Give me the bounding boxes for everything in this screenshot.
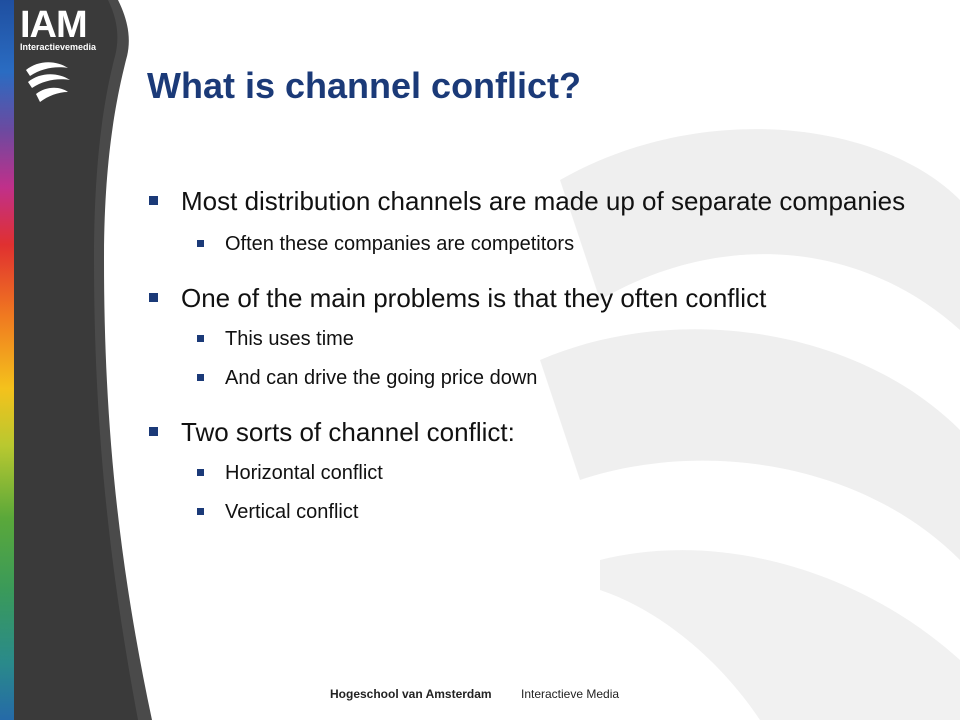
sub-bullet-item: Vertical conflict (147, 499, 927, 525)
bullet-item: One of the main problems is that they of… (147, 281, 927, 315)
slide-title: What is channel conflict? (147, 65, 582, 106)
bullet-item: Two sorts of channel conflict: (147, 415, 927, 449)
square-bullet-icon (197, 335, 204, 342)
bullet-item: Most distribution channels are made up o… (147, 184, 927, 218)
sub-bullet-text: Vertical conflict (225, 501, 359, 523)
sub-bullet-text: And can drive the going price down (225, 367, 538, 389)
square-bullet-icon (197, 508, 204, 515)
square-bullet-icon (149, 427, 158, 436)
bullet-text: Two sorts of channel conflict: (181, 417, 515, 447)
sub-bullet-text: Horizontal conflict (225, 462, 383, 484)
sub-bullet-text: This uses time (225, 328, 354, 350)
square-bullet-icon (197, 469, 204, 476)
sub-bullet-item: Horizontal conflict (147, 460, 927, 486)
sub-bullet-item: And can drive the going price down (147, 365, 927, 391)
footer-institution: Hogeschool van Amsterdam (330, 687, 492, 701)
bullet-text: Most distribution channels are made up o… (181, 186, 906, 216)
logo-text: IAM (20, 4, 88, 46)
color-stripe (0, 0, 14, 720)
logo-subtitle: Interactievemedia (20, 42, 97, 52)
square-bullet-icon (149, 293, 158, 302)
logo-swoosh-icon (26, 62, 70, 102)
square-bullet-icon (197, 240, 204, 247)
sub-bullet-item: Often these companies are competitors (147, 231, 927, 257)
bullet-text: One of the main problems is that they of… (181, 283, 767, 313)
left-curved-band (0, 0, 152, 720)
footer-department: Interactieve Media (521, 687, 620, 701)
footer: Hogeschool van Amsterdam Interactieve Me… (0, 687, 960, 701)
sub-bullet-text: Often these companies are competitors (225, 233, 575, 255)
iam-logo: IAM Interactievemedia (20, 6, 100, 52)
square-bullet-icon (149, 196, 158, 205)
sub-bullet-item: This uses time (147, 326, 927, 352)
bullet-list: Most distribution channels are made up o… (147, 184, 927, 525)
square-bullet-icon (197, 374, 204, 381)
